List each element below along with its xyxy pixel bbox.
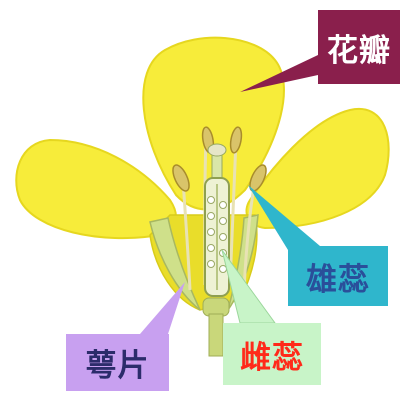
receptacle xyxy=(202,297,230,317)
anther xyxy=(229,126,243,154)
label-pistil: 雌蕊 xyxy=(223,323,321,385)
sepal-left xyxy=(149,217,201,311)
flower-stalk xyxy=(208,313,224,357)
label-sepal: 萼片 xyxy=(66,334,169,391)
label-stamen: 雄蕊 xyxy=(288,246,388,306)
label-petal: 花瓣 xyxy=(318,10,400,84)
ovules xyxy=(207,196,227,273)
petal-right xyxy=(245,107,390,230)
callout-pointer-stamen xyxy=(248,185,320,250)
pistil xyxy=(204,143,230,297)
callout-pointer-sepal xyxy=(140,282,185,334)
callout-pointer-petal xyxy=(240,55,318,92)
stalk xyxy=(202,297,230,357)
anther xyxy=(172,164,190,192)
stigma xyxy=(207,143,227,157)
